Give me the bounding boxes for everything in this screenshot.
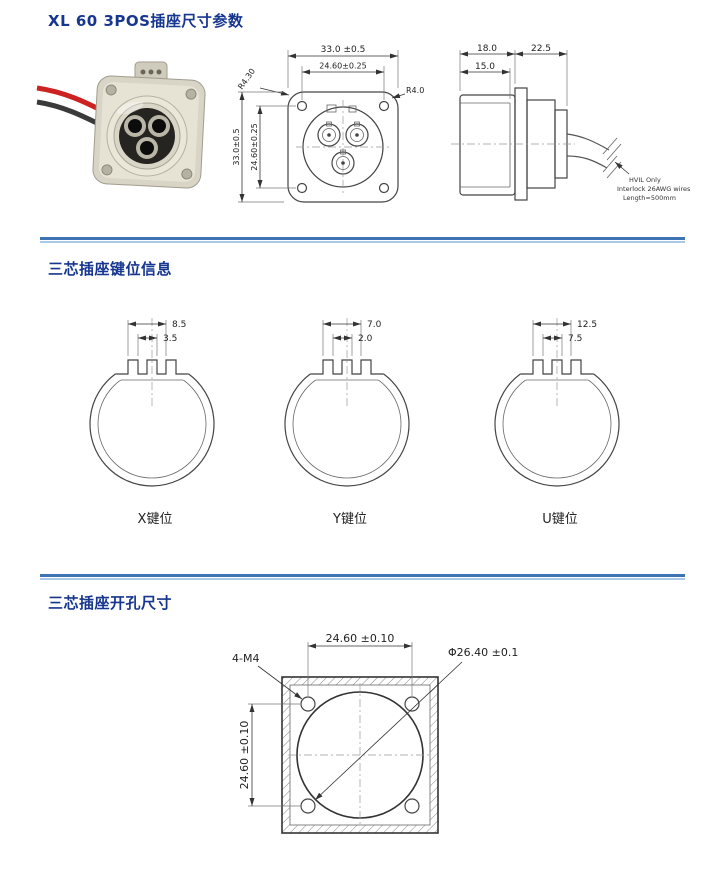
section1-heading: XL 60 3POS插座尺寸参数 — [48, 12, 244, 30]
holes-callout: 4-M4 — [232, 652, 259, 665]
dim-side-inner-depth: 15.0 — [475, 62, 495, 72]
key-part — [89, 318, 215, 487]
key-figure-y: 7.0 2.0 Y键位 — [255, 302, 445, 527]
key-dim-inner: 2.0 — [358, 334, 373, 344]
key-figure-u: 12.5 7.5 U键位 — [465, 302, 655, 527]
side-view-dimensions: 18.0 22.5 15.0 — [459, 44, 568, 106]
key-dimensions: 7.0 2.0 — [322, 320, 382, 356]
socket-terminals — [124, 115, 170, 159]
key-dim-outer: 8.5 — [172, 320, 186, 330]
dim-side-front-depth: 18.0 — [477, 44, 497, 54]
dim-front-outer-height: 33.0±0.5 — [232, 128, 241, 165]
dim-side-rear-depth: 22.5 — [531, 44, 551, 54]
key-dim-outer: 7.0 — [367, 320, 382, 330]
hvil-note-line1: HVIL Only — [629, 176, 661, 184]
hvil-note: HVIL Only Interlock 26AWG wires Length=5… — [614, 161, 691, 202]
key-label-u: U键位 — [542, 512, 578, 527]
cutout-dimensions: 24.60 ±0.10 24.60 ±0.10 4-M4 Φ26.40 ±0.1 — [232, 632, 518, 807]
key-dim-inner: 7.5 — [568, 334, 582, 344]
key-dim-outer: 12.5 — [577, 320, 597, 330]
connector-body — [92, 61, 206, 189]
section2-heading: 三芯插座键位信息 — [48, 260, 173, 278]
dim-cutout-horizontal: 24.60 ±0.10 — [326, 632, 395, 645]
key-diagram-x: 8.5 3.5 — [89, 318, 215, 487]
hvil-note-line2: Interlock 26AWG wires — [617, 185, 691, 193]
cutout-part — [281, 661, 463, 834]
key-dimensions: 8.5 3.5 — [127, 320, 186, 356]
front-view-part — [287, 91, 399, 203]
dim-corner-radius: R4.30 — [236, 67, 257, 91]
key-diagram-y: 7.0 2.0 — [284, 318, 410, 487]
section-divider-1 — [40, 237, 685, 243]
side-view-drawing: 18.0 22.5 15.0 HVIL Only Interlock 26AWG… — [451, 44, 691, 202]
dim-small-radius: R4.0 — [406, 86, 424, 95]
dim-front-inner-height: 24.60±0.25 — [250, 123, 259, 170]
key-part — [494, 318, 620, 487]
diameter-callout: Φ26.40 ±0.1 — [448, 646, 518, 659]
product-photo — [36, 61, 206, 189]
side-view-part — [451, 87, 622, 201]
dim-front-inner-width: 24.60±0.25 — [319, 62, 366, 71]
key-dim-inner: 3.5 — [163, 334, 177, 344]
key-dimensions: 12.5 7.5 — [532, 320, 597, 356]
key-part — [284, 318, 410, 487]
section3-heading: 三芯插座开孔尺寸 — [48, 594, 173, 612]
key-diagram-u: 12.5 7.5 — [494, 318, 620, 487]
hvil-note-line3: Length=500mm — [623, 194, 676, 202]
panel-cutout-drawing: 24.60 ±0.10 24.60 ±0.10 4-M4 Φ26.40 ±0.1 — [232, 632, 518, 834]
dim-front-outer-width: 33.0 ±0.5 — [321, 45, 366, 55]
key-figure-x: 8.5 3.5 X键位 — [60, 302, 250, 527]
key-label-x: X键位 — [137, 512, 173, 527]
section-divider-2 — [40, 574, 685, 580]
dim-cutout-vertical: 24.60 ±0.10 — [238, 721, 251, 790]
key-label-y: Y键位 — [333, 512, 367, 527]
front-view-drawing: 33.0 ±0.5 24.60±0.25 R4.30 R4.0 33.0±0.5… — [232, 45, 424, 203]
